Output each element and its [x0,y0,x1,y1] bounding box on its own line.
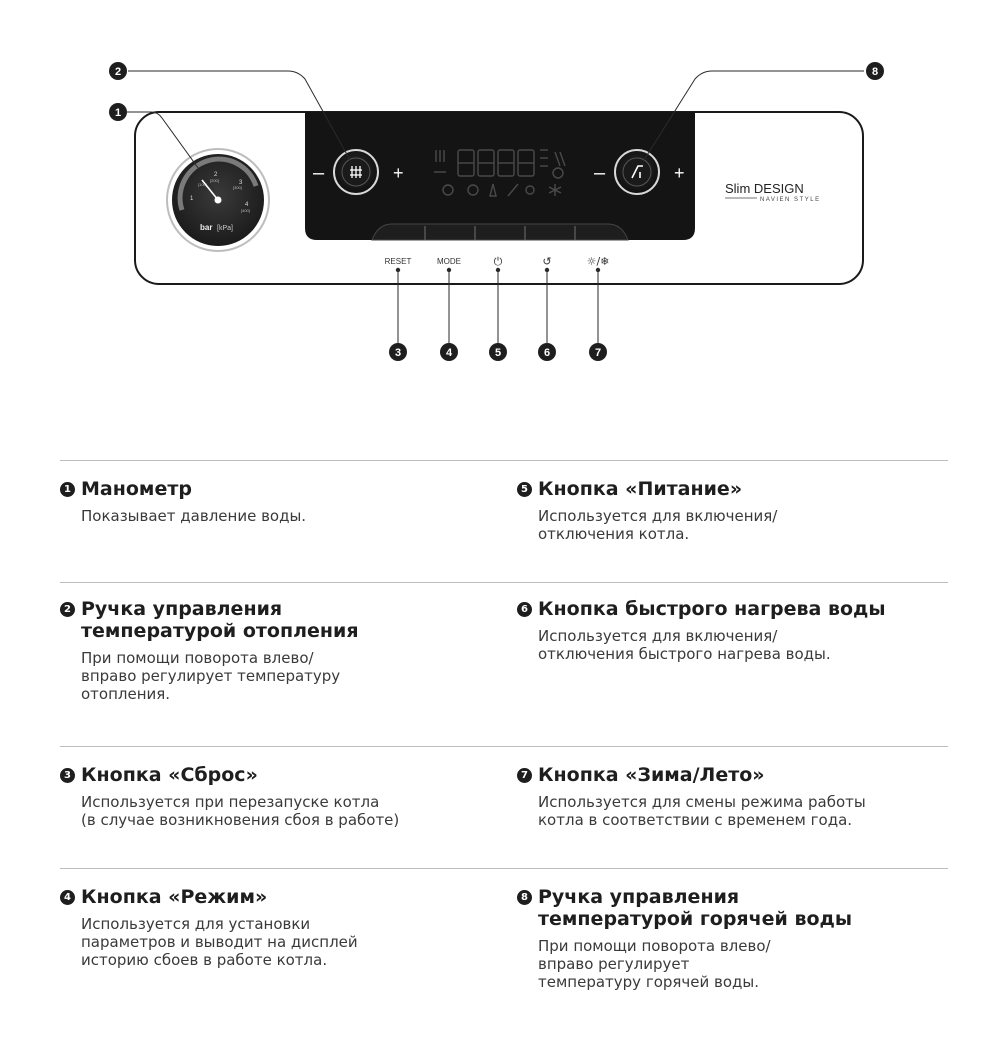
lcd-display [434,149,566,197]
svg-text:1: 1 [115,107,121,119]
legend-number: 5 [517,482,532,497]
heating-knob-minus: – [313,162,325,184]
legend-separator [60,868,948,869]
callout-6: 6 [538,343,556,361]
gauge-tick-2: 2 [214,172,218,178]
heating-temperature-knob[interactable] [333,149,379,195]
legend-title: Манометр [81,478,192,500]
legend-title: Кнопка «Режим» [81,886,268,908]
control-panel-diagram: 1 2 3 4 [100] [200] [300] [400] bar [kPa… [109,62,884,361]
legend-separator [60,460,948,461]
callout-3: 3 [389,343,407,361]
pressure-gauge: 1 2 3 4 [100] [200] [300] [400] bar [kPa… [166,148,270,252]
legend-description: При помощи поворота влево/ вправо регули… [538,937,771,991]
legend-number: 4 [60,890,75,905]
panel-button-strip [371,223,629,241]
radiator-icon [350,166,362,178]
svg-text:6: 6 [544,347,550,359]
legend-item-3: 3 Кнопка «Сброс» Используется при переза… [60,764,470,829]
callout-1: 1 [109,103,127,121]
legend-title: Кнопка «Зима/Лето» [538,764,765,786]
callout-4: 4 [440,343,458,361]
hot-water-knob-plus: + [674,163,685,183]
legend-item-6: 6 Кнопка быстрого нагрева воды Используе… [517,598,927,663]
legend-title: Кнопка «Сброс» [81,764,258,786]
svg-text:5: 5 [495,347,501,359]
hot-water-knob-minus: – [594,162,606,184]
hot-water-temperature-knob[interactable] [614,149,660,195]
legend-separator [60,746,948,747]
brand-sub: NAVIEN STYLE [760,197,821,203]
gauge-tick-unit-2: [200] [210,178,219,183]
leader-dots [395,267,601,273]
svg-text:4: 4 [446,347,453,359]
legend-item-5: 5 Кнопка «Питание» Используется для вклю… [517,478,927,543]
brand-name: Slim DESIGN [725,181,804,196]
svg-text:2: 2 [115,66,121,78]
legend-item-7: 7 Кнопка «Зима/Лето» Используется для см… [517,764,927,829]
legend-number: 7 [517,768,532,783]
legend-title: Ручка управления температурой отопления [81,598,359,642]
gauge-unit-label: bar [200,223,212,232]
legend-item-8: 8 Ручка управления температурой горячей … [517,886,927,991]
gauge-unit-sub-label: [kPa] [217,225,233,232]
legend-title: Кнопка быстрого нагрева воды [538,598,886,620]
gauge-tick-3: 3 [239,180,243,186]
reset-button-label[interactable]: RESET [385,257,412,266]
legend-title: Кнопка «Питание» [538,478,743,500]
legend-item-4: 4 Кнопка «Режим» Используется для устано… [60,886,470,969]
gauge-tick-unit-1: [100] [198,182,207,187]
callout-2: 2 [109,62,127,80]
legend-title: Ручка управления температурой горячей во… [538,886,853,930]
gauge-tick-unit-4: [400] [241,208,250,213]
callout-5: 5 [489,343,507,361]
legend-description: Используется для установки параметров и … [81,915,358,969]
power-icon[interactable]: ⏻ [494,255,503,268]
gauge-tick-unit-3: [300] [233,185,242,190]
legend-number: 8 [517,890,532,905]
legend-description: При помощи поворота влево/ вправо регули… [81,649,341,703]
callout-7: 7 [589,343,607,361]
legend-description: Показывает давление воды. [81,507,307,525]
legend-description: Используется для включения/ отключения б… [538,627,831,663]
faucet-icon [631,165,643,179]
legend-number: 2 [60,602,75,617]
callout-leaders [127,70,864,343]
gauge-tick-1: 1 [190,196,194,202]
legend-item-2: 2 Ручка управления температурой отоплени… [60,598,470,703]
quick-heat-icon[interactable]: ↺ [542,255,551,268]
mode-button-label[interactable]: MODE [437,257,461,266]
svg-text:3: 3 [395,347,401,359]
legend-number: 3 [60,768,75,783]
legend-separator [60,582,948,583]
legend-number: 1 [60,482,75,497]
svg-text:8: 8 [872,66,878,78]
legend-description: Используется при перезапуске котла (в сл… [81,793,400,829]
gauge-tick-4: 4 [245,202,249,208]
heating-knob-plus: + [393,163,404,183]
legend-description: Используется для смены режима работы кот… [538,793,866,829]
svg-text:7: 7 [595,347,601,359]
callout-8: 8 [866,62,884,80]
season-toggle-icon[interactable]: ☼/❄ [587,255,610,268]
legend-number: 6 [517,602,532,617]
legend-item-1: 1 Манометр Показывает давление воды. [60,478,470,525]
legend-description: Используется для включения/ отключения к… [538,507,778,543]
